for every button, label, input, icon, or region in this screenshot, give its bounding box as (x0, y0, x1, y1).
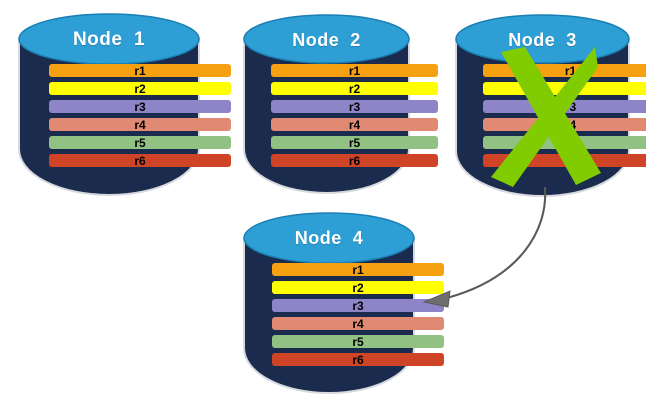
row-list: r1 r2 r3 r4 r5 r6 (243, 64, 466, 167)
data-row-r4[interactable]: r4 (483, 118, 646, 131)
data-row-r6[interactable]: r6 (49, 154, 231, 167)
data-row-r4[interactable]: r4 (272, 317, 444, 330)
data-row-r6[interactable]: r6 (272, 353, 444, 366)
data-row-r4[interactable]: r4 (271, 118, 438, 131)
data-row-r1[interactable]: r1 (272, 263, 444, 276)
data-row-r2[interactable]: r2 (483, 82, 646, 95)
row-list: r1 r2 r3 r4 r5 r6 (18, 64, 262, 167)
data-row-r3[interactable]: r3 (49, 100, 231, 113)
data-row-r4[interactable]: r4 (49, 118, 231, 131)
data-row-r1[interactable]: r1 (271, 64, 438, 77)
data-row-r6[interactable]: r6 (483, 154, 646, 167)
row-list: r1 r2 r3 r4 r5 r6 (455, 64, 646, 167)
data-row-r3[interactable]: r3 (272, 299, 444, 312)
data-row-r5[interactable]: r5 (49, 136, 231, 149)
row-list: r1 r2 r3 r4 r5 r6 (243, 263, 473, 366)
data-row-r1[interactable]: r1 (483, 64, 646, 77)
data-row-r3[interactable]: r3 (271, 100, 438, 113)
data-row-r1[interactable]: r1 (49, 64, 231, 77)
data-row-r3[interactable]: r3 (483, 100, 646, 113)
data-row-r5[interactable]: r5 (271, 136, 438, 149)
data-row-r5[interactable]: r5 (272, 335, 444, 348)
data-row-r2[interactable]: r2 (271, 82, 438, 95)
data-row-r6[interactable]: r6 (271, 154, 438, 167)
data-row-r5[interactable]: r5 (483, 136, 646, 149)
data-row-r2[interactable]: r2 (272, 281, 444, 294)
data-row-r2[interactable]: r2 (49, 82, 231, 95)
